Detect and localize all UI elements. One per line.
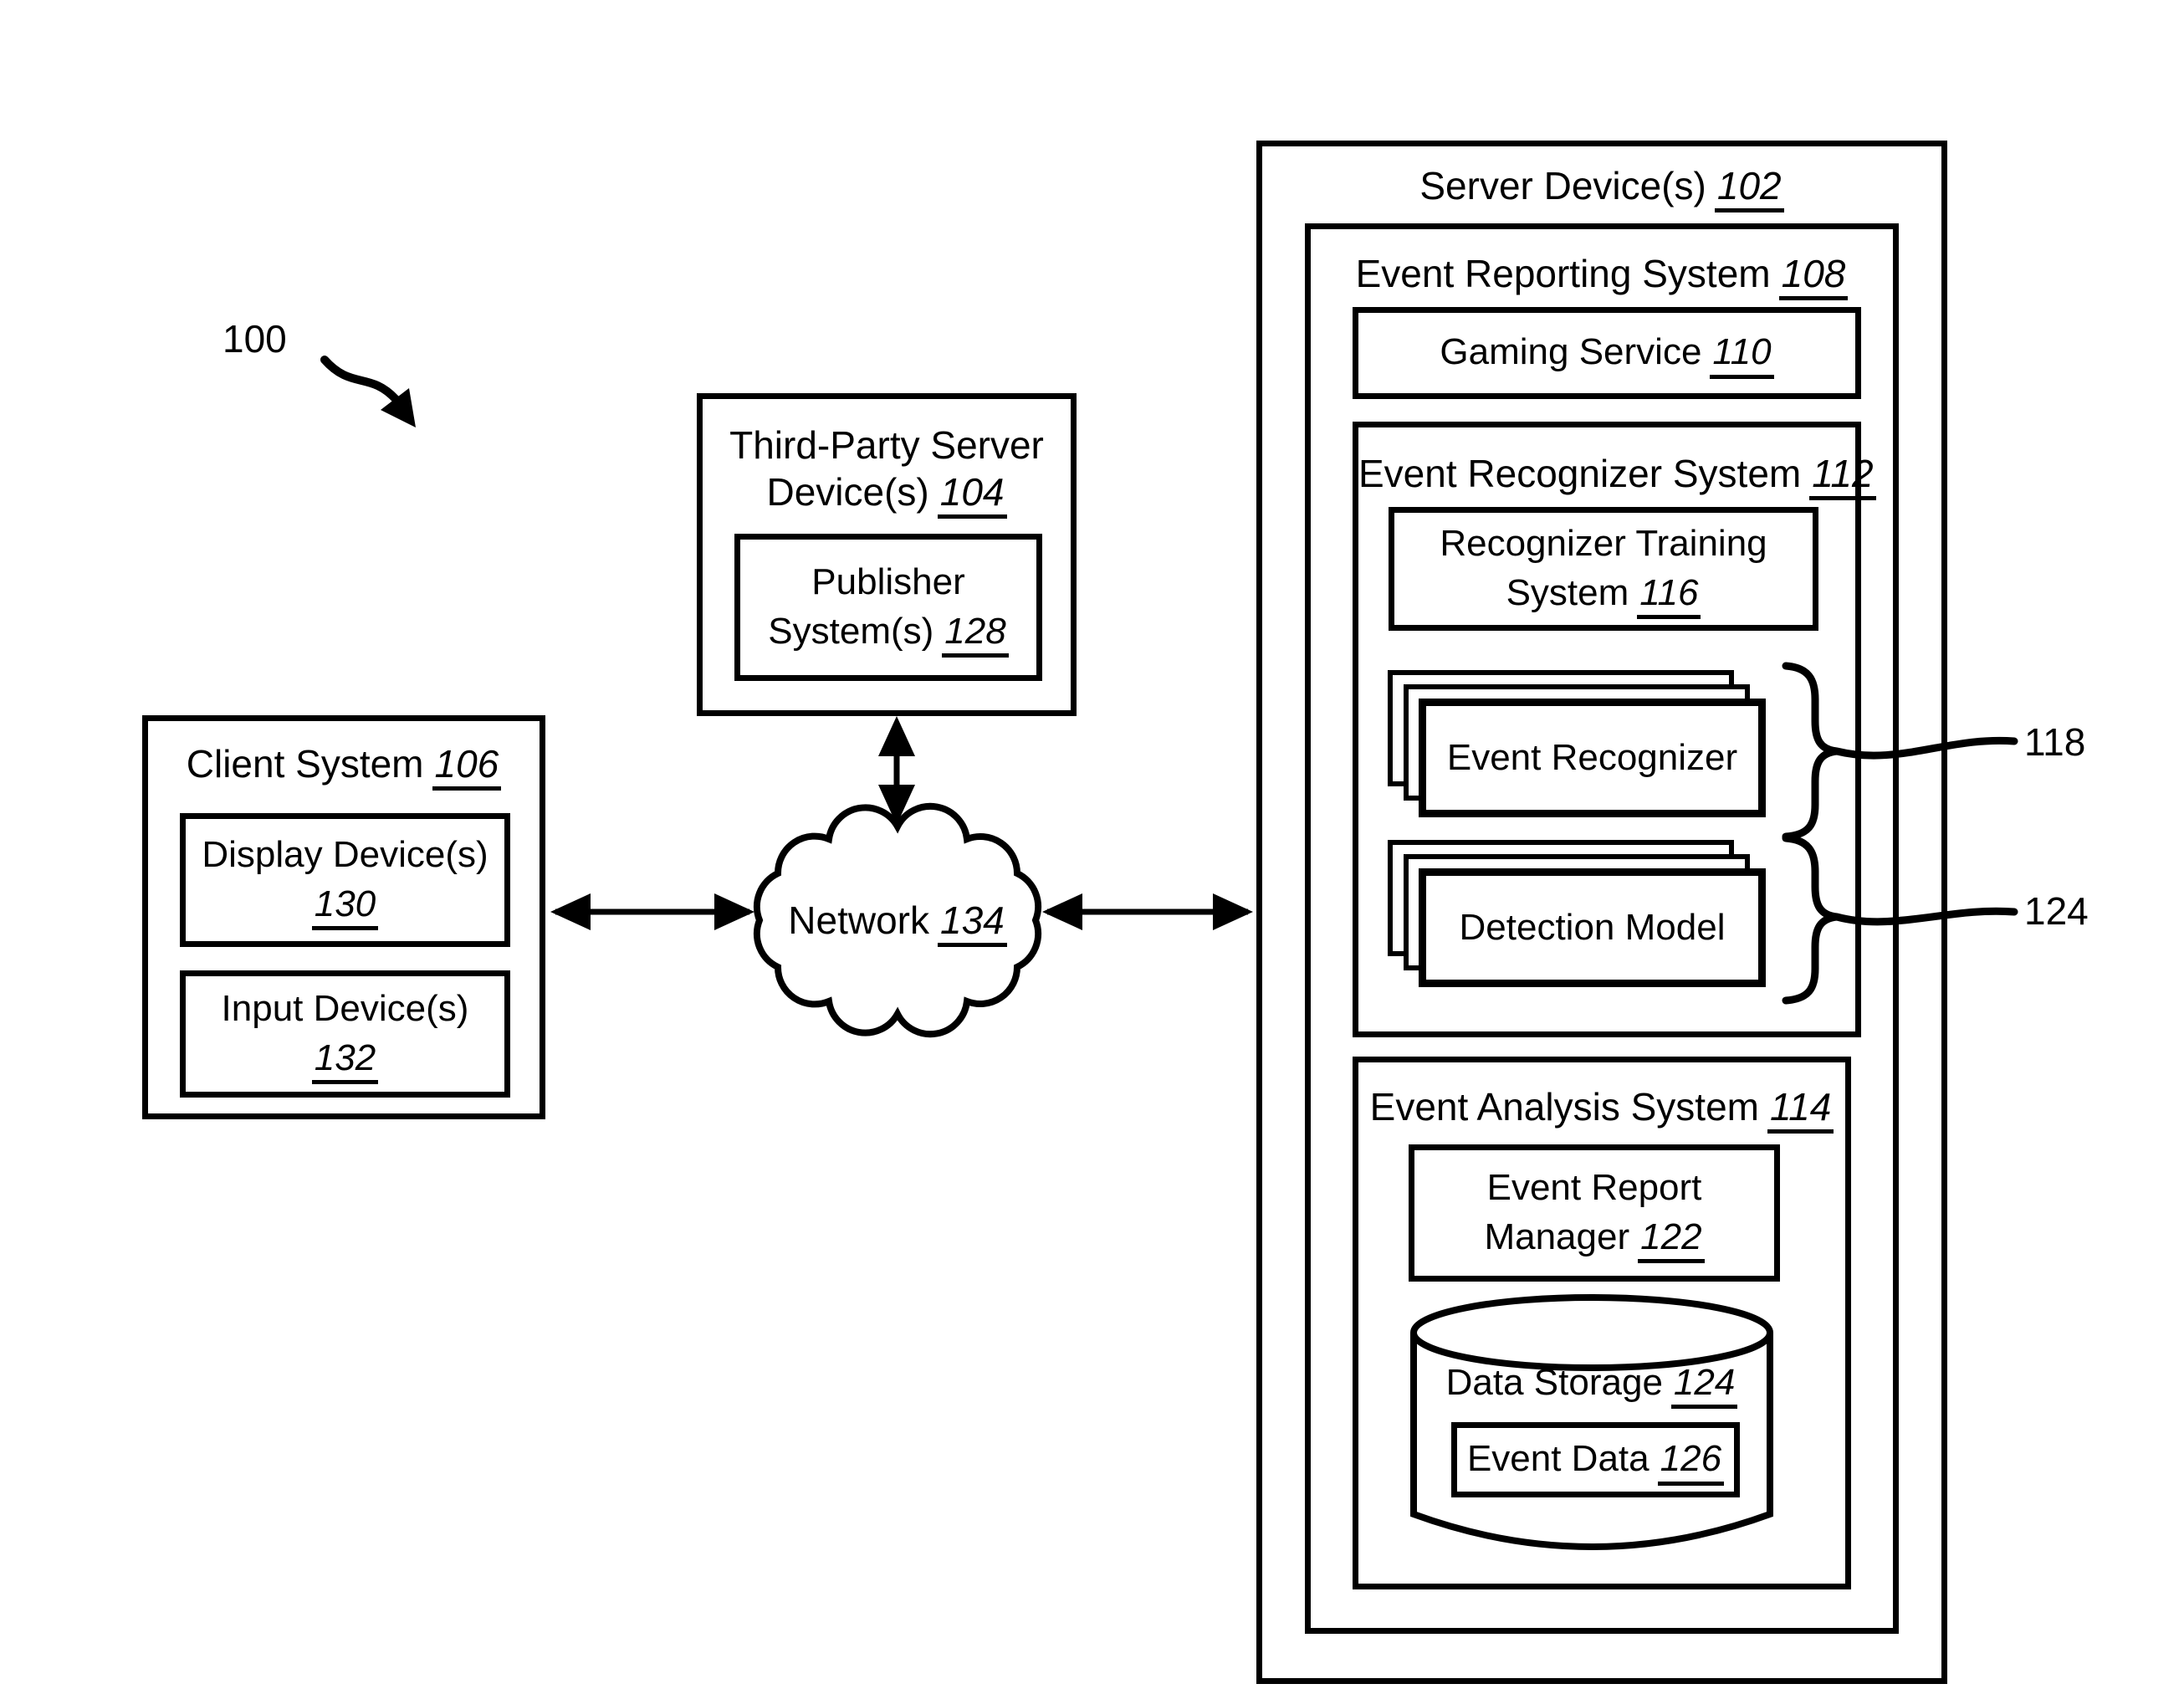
detection-model-stack-front: Detection Model bbox=[1419, 868, 1766, 987]
event-report-manager-line2: Manager bbox=[1484, 1216, 1630, 1258]
publisher-line2: System(s) bbox=[768, 611, 934, 653]
input-devices-label: Input Device(s) bbox=[221, 987, 469, 1029]
client-network-arrow bbox=[550, 893, 754, 930]
publisher-num: 128 bbox=[942, 612, 1009, 658]
recognizer-training-line1: Recognizer Training bbox=[1440, 522, 1767, 564]
callout-118-label: 118 bbox=[2024, 720, 2086, 764]
server-devices-title: Server Device(s)102 bbox=[1262, 163, 1941, 213]
third-party-title-line2: Device(s)104 bbox=[703, 469, 1071, 519]
publisher-systems-box: Publisher System(s)128 bbox=[734, 534, 1042, 681]
input-devices-num: 132 bbox=[311, 1038, 379, 1085]
detection-model-label: Detection Model bbox=[1459, 907, 1726, 949]
event-recognizer-stack-front: Event Recognizer bbox=[1419, 699, 1766, 817]
publisher-line1: Publisher bbox=[811, 560, 965, 602]
event-report-manager-line1: Event Report bbox=[1486, 1166, 1702, 1208]
gaming-service-label: Gaming Service bbox=[1440, 331, 1702, 373]
event-data-label: Event Data bbox=[1466, 1438, 1650, 1480]
network-server-arrow bbox=[1042, 893, 1253, 930]
figure-ref-arrow bbox=[320, 356, 416, 427]
callout-124-label: 124 bbox=[2024, 889, 2089, 933]
event-recognizer-stack: Event Recognizer bbox=[1388, 670, 1766, 817]
event-data-num: 126 bbox=[1657, 1440, 1725, 1486]
recognizer-training-line2: System bbox=[1506, 572, 1629, 614]
display-devices-label: Display Device(s) bbox=[202, 833, 488, 875]
event-report-manager-num: 122 bbox=[1638, 1217, 1705, 1264]
thirdparty-network-arrow bbox=[878, 716, 915, 825]
display-devices-box: Display Device(s) 130 bbox=[180, 813, 510, 947]
gaming-service-num: 110 bbox=[1710, 333, 1774, 379]
input-devices-box: Input Device(s) 132 bbox=[180, 970, 510, 1098]
third-party-server-box: Third-Party Server Device(s)104 Publishe… bbox=[697, 393, 1077, 716]
third-party-title-line1: Third-Party Server bbox=[729, 423, 1044, 467]
detection-model-stack: Detection Model bbox=[1388, 840, 1766, 987]
event-recognizer-label: Event Recognizer bbox=[1446, 737, 1738, 779]
display-devices-num: 130 bbox=[311, 884, 379, 931]
network-cloud bbox=[753, 802, 1042, 1038]
figure-ref-label: 100 bbox=[222, 317, 287, 361]
recognizer-training-num: 116 bbox=[1637, 573, 1701, 620]
